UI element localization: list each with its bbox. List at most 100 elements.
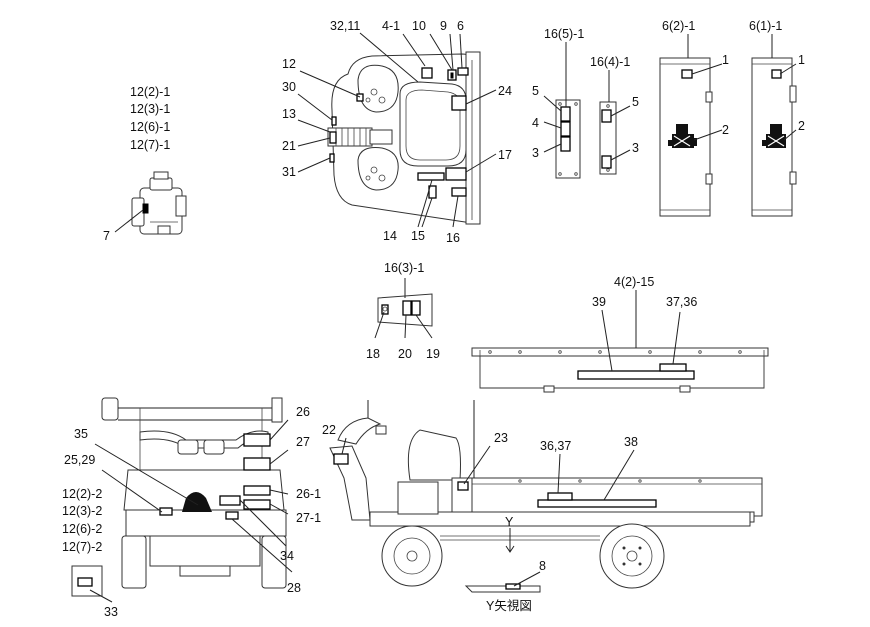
decal-14 xyxy=(417,172,445,181)
label-25-29: 25,29 xyxy=(64,453,95,467)
decal-39 xyxy=(577,370,695,380)
label-39: 39 xyxy=(592,295,606,309)
decal-1a xyxy=(681,69,693,79)
label-6-2-1: 6(2)-1 xyxy=(662,19,695,33)
label-12-3-2: 12(3)-2 xyxy=(62,504,102,518)
decal-23 xyxy=(457,481,469,491)
callout-labels: 12(2)-1 12(3)-1 12(6)-1 12(7)-1 7 12 30 … xyxy=(62,19,805,619)
label-16-4-1: 16(4)-1 xyxy=(590,55,630,69)
decal-17 xyxy=(445,167,467,181)
label-12-6-1: 12(6)-1 xyxy=(130,120,170,134)
decal-5a xyxy=(560,106,571,122)
label-6: 6 xyxy=(457,19,464,33)
label-16-5-1: 16(5)-1 xyxy=(544,27,584,41)
decal-34 xyxy=(219,495,241,506)
decal-28 xyxy=(225,511,239,520)
label-view-y: Y矢視図 xyxy=(486,598,532,613)
label-23: 23 xyxy=(494,431,508,445)
label-8: 8 xyxy=(539,559,546,573)
label-y: Y xyxy=(505,515,514,529)
label-16: 16 xyxy=(446,231,460,245)
decal-26-1 xyxy=(243,485,271,496)
label-27-1: 27-1 xyxy=(296,511,321,525)
label-27: 27 xyxy=(296,435,310,449)
label-12-6-2: 12(6)-2 xyxy=(62,522,102,536)
panel-16-4-1 xyxy=(599,101,617,175)
label-7: 7 xyxy=(103,229,110,243)
label-10: 10 xyxy=(412,19,426,33)
label-21: 21 xyxy=(282,139,296,153)
label-2b: 2 xyxy=(798,119,805,133)
label-31: 31 xyxy=(282,165,296,179)
label-3b: 3 xyxy=(632,141,639,155)
label-1a: 1 xyxy=(722,53,729,67)
label-37-36: 37,36 xyxy=(666,295,697,309)
label-38: 38 xyxy=(624,435,638,449)
decal-20 xyxy=(402,300,412,316)
decal-18 xyxy=(381,304,389,315)
decal-5b xyxy=(601,109,612,123)
label-3a: 3 xyxy=(532,146,539,160)
label-12-2-2: 12(2)-2 xyxy=(62,487,102,501)
decal-16 xyxy=(451,187,467,197)
panel-16-3-1 xyxy=(377,293,433,327)
label-36-37: 36,37 xyxy=(540,439,571,453)
label-16-3-1: 16(3)-1 xyxy=(384,261,424,275)
label-15: 15 xyxy=(411,229,425,243)
label-22: 22 xyxy=(322,423,336,437)
box-6-2-1 xyxy=(659,57,713,217)
decal-24 xyxy=(451,95,467,111)
decal-3a xyxy=(560,136,571,152)
decal-31 xyxy=(329,153,335,163)
label-26-1: 26-1 xyxy=(296,487,321,501)
label-35: 35 xyxy=(74,427,88,441)
label-4-1: 4-1 xyxy=(382,19,400,33)
decal-27 xyxy=(243,457,271,471)
label-24: 24 xyxy=(498,84,512,98)
label-19: 19 xyxy=(426,347,440,361)
label-17: 17 xyxy=(498,148,512,162)
label-4a: 4 xyxy=(532,116,539,130)
decal-33 xyxy=(77,577,93,587)
decal-21 xyxy=(329,131,337,144)
decal-8 xyxy=(505,583,521,590)
vehicle-side-view xyxy=(329,400,763,593)
decal-22 xyxy=(333,453,349,465)
label-32-11: 32,11 xyxy=(330,19,360,33)
label-26: 26 xyxy=(296,405,310,419)
vehicle-front-view xyxy=(101,397,287,589)
label-5b: 5 xyxy=(632,95,639,109)
label-4-2-15: 4(2)-15 xyxy=(614,275,654,289)
decal-15 xyxy=(428,185,437,199)
decal-2b xyxy=(762,124,786,148)
decal-2a xyxy=(668,124,697,148)
cargo-side-4-2-15 xyxy=(471,347,769,393)
panel-33 xyxy=(71,565,103,597)
label-34: 34 xyxy=(280,549,294,563)
decal-36-37 xyxy=(547,492,573,501)
dashboard-drawing xyxy=(327,51,481,225)
label-6-1-1: 6(1)-1 xyxy=(749,19,782,33)
box-6-1-1 xyxy=(751,57,797,217)
decal-4-1 xyxy=(421,67,433,79)
decal-7 xyxy=(142,203,149,214)
label-12-2-1: 12(2)-1 xyxy=(130,85,170,99)
decal-38 xyxy=(537,499,657,508)
label-28: 28 xyxy=(287,581,301,595)
label-30: 30 xyxy=(282,80,296,94)
decal-12 xyxy=(356,93,364,102)
label-12-7-1: 12(7)-1 xyxy=(130,138,170,152)
label-12-7-2: 12(7)-2 xyxy=(62,540,102,554)
decal-25-29 xyxy=(159,507,173,516)
label-5a: 5 xyxy=(532,84,539,98)
decal-3b xyxy=(601,155,612,169)
decal-26 xyxy=(243,433,271,447)
label-20: 20 xyxy=(398,347,412,361)
label-2a: 2 xyxy=(722,123,729,137)
label-13: 13 xyxy=(282,107,296,121)
label-14: 14 xyxy=(383,229,397,243)
decal-1b xyxy=(771,69,782,79)
decal-19 xyxy=(411,300,421,316)
label-18: 18 xyxy=(366,347,380,361)
